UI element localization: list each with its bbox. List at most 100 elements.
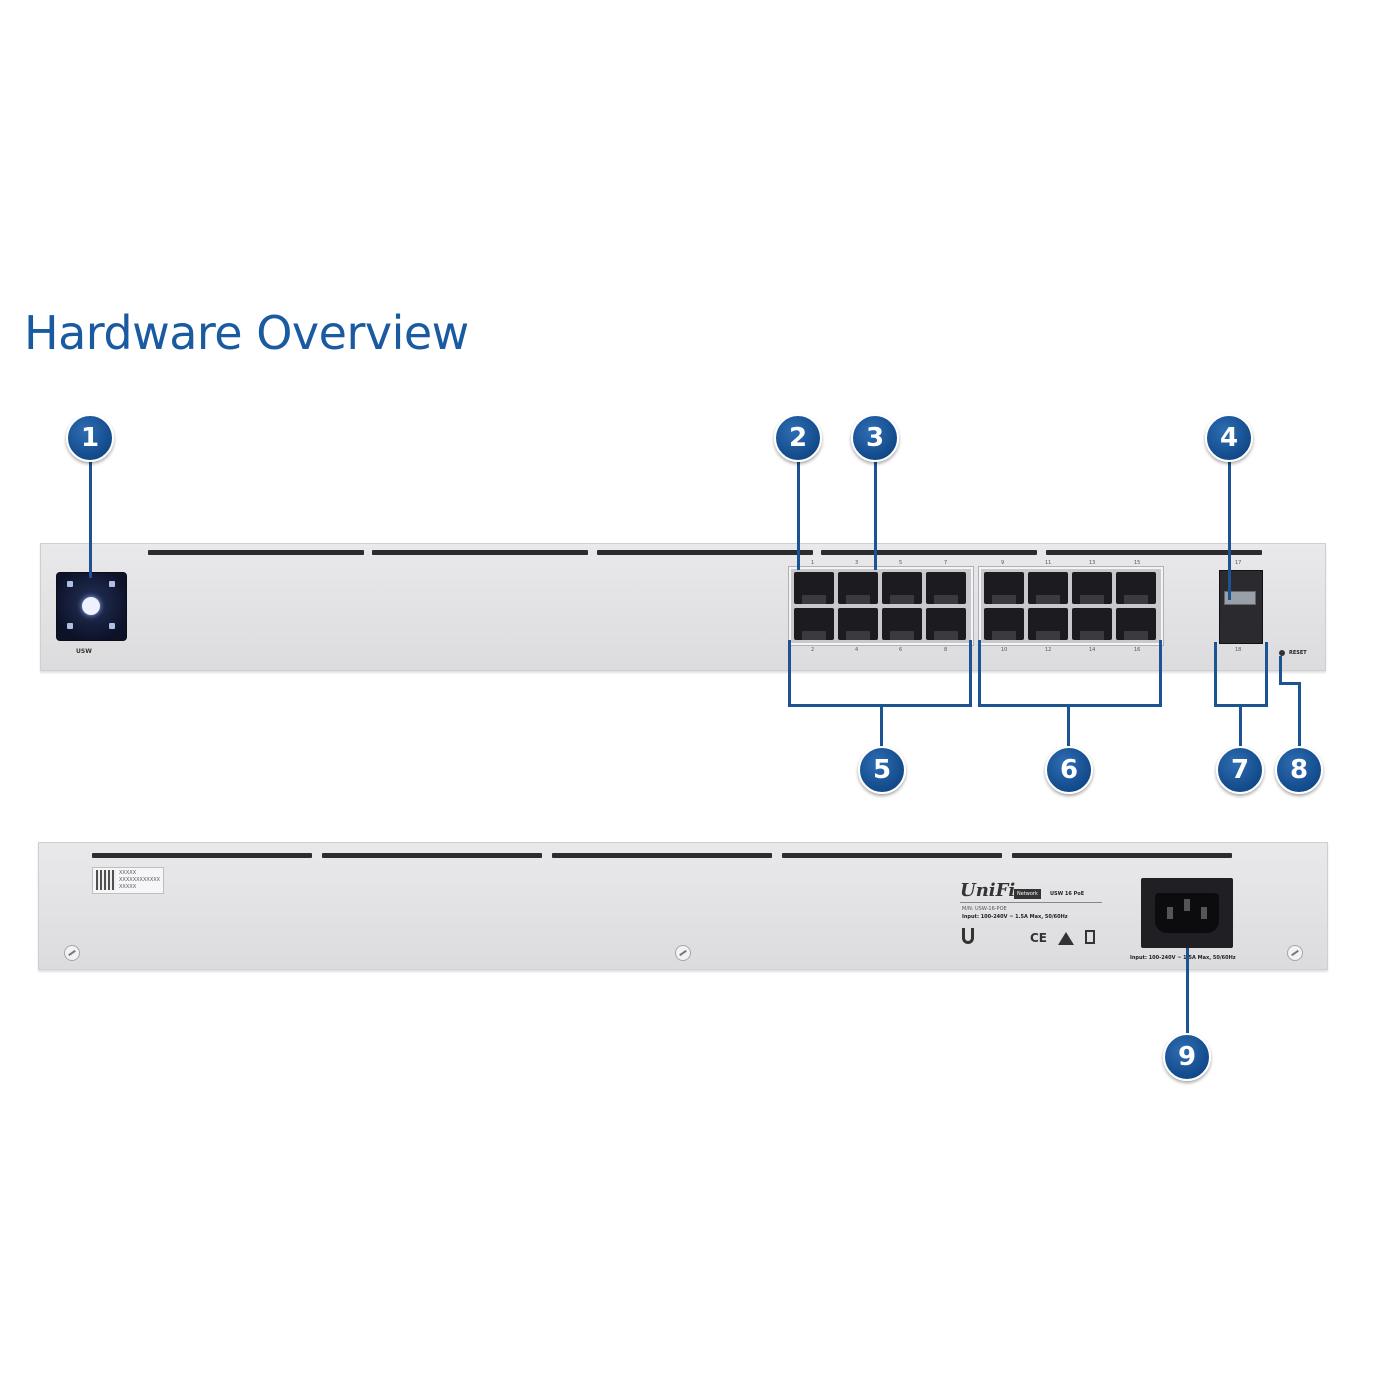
leader-line (874, 460, 877, 570)
port-label: 4 (855, 647, 859, 653)
port-label: 13 (1089, 560, 1096, 566)
serial-text: XXXXX (119, 884, 137, 890)
callout-3: 3 (851, 414, 899, 462)
vent-slot (322, 853, 542, 858)
label-divider (960, 902, 1102, 903)
ethernet-port[interactable] (882, 608, 922, 640)
weee-bin-icon (1085, 930, 1095, 944)
leader-line (1265, 642, 1268, 706)
power-inlet[interactable] (1141, 878, 1233, 948)
vent-slot (821, 550, 1037, 555)
model-label: USW (76, 648, 92, 655)
ethernet-port[interactable] (838, 572, 878, 604)
port-label: 12 (1045, 647, 1052, 653)
port-label: 3 (855, 560, 859, 566)
ethernet-port[interactable] (1116, 608, 1156, 640)
ethernet-port[interactable] (1028, 572, 1068, 604)
leader-line (89, 460, 92, 578)
vent-slot (148, 550, 364, 555)
leader-line (978, 640, 981, 706)
sfp-port[interactable] (1219, 570, 1263, 644)
input-rating: Input: 100-240V ~ 1.5A Max, 50/60Hz (962, 914, 1068, 920)
callout-6: 6 (1045, 746, 1093, 794)
page-title: Hardware Overview (24, 306, 469, 360)
port-label: 10 (1001, 647, 1008, 653)
ethernet-port[interactable] (984, 608, 1024, 640)
leader-line (1228, 460, 1231, 600)
leader-line (1186, 948, 1189, 1038)
callout-9: 9 (1163, 1033, 1211, 1081)
leader-line (1279, 682, 1300, 685)
ethernet-port-group (978, 566, 1164, 646)
port-label: 8 (944, 647, 948, 653)
product-line: USW 16 PoE (1050, 891, 1085, 897)
brand-logo: UniFi (960, 880, 1016, 901)
sfp-port-label: 18 (1235, 647, 1242, 653)
display-center-icon (82, 597, 100, 615)
power-rating: Input: 100-240V ~ 1.5A Max, 50/60Hz (1130, 955, 1236, 961)
callout-5: 5 (858, 746, 906, 794)
leader-line (1214, 642, 1217, 706)
poe-port-group (788, 566, 974, 646)
ethernet-port[interactable] (882, 572, 922, 604)
vent-slot (372, 550, 588, 555)
power-pin (1167, 907, 1173, 919)
display-icon (67, 581, 73, 587)
port-label: 9 (1001, 560, 1005, 566)
display-icon (67, 623, 73, 629)
display-icon (109, 623, 115, 629)
ethernet-port[interactable] (1028, 608, 1068, 640)
leader-line (1159, 640, 1162, 706)
callout-1: 1 (66, 414, 114, 462)
power-pin (1184, 899, 1190, 911)
ethernet-port[interactable] (984, 572, 1024, 604)
serial-text: XXXXX (119, 870, 137, 876)
port-label: 15 (1134, 560, 1141, 566)
leader-line (1067, 704, 1070, 750)
ethernet-port[interactable] (926, 608, 966, 640)
vent-slot (782, 853, 1002, 858)
ethernet-port[interactable] (794, 572, 834, 604)
touchscreen-display[interactable] (56, 572, 127, 641)
serial-label: XXXXX XXXXXXXXXXXX XXXXX (92, 867, 164, 894)
ubiquiti-logo-icon (962, 928, 974, 944)
callout-4: 4 (1205, 414, 1253, 462)
sfp-port-label: 17 (1235, 560, 1242, 566)
port-label: 7 (944, 560, 948, 566)
port-label: 1 (811, 560, 815, 566)
port-label: 14 (1089, 647, 1096, 653)
sfp-module (1224, 591, 1256, 605)
port-label: 6 (899, 647, 903, 653)
ethernet-port[interactable] (1072, 608, 1112, 640)
serial-text: XXXXXXXXXXXX (119, 877, 161, 883)
port-label: 2 (811, 647, 815, 653)
ethernet-port[interactable] (926, 572, 966, 604)
screw-icon (675, 945, 691, 961)
ethernet-port[interactable] (1072, 572, 1112, 604)
callout-8: 8 (1275, 746, 1323, 794)
vent-slot (597, 550, 813, 555)
vent-slot (552, 853, 772, 858)
display-icon (109, 581, 115, 587)
warning-triangle-icon (1058, 932, 1074, 945)
vent-slot (1012, 853, 1232, 858)
leader-line (978, 704, 1162, 707)
port-label: 11 (1045, 560, 1052, 566)
leader-line (1239, 704, 1242, 750)
ethernet-port[interactable] (838, 608, 878, 640)
leader-line (1279, 656, 1282, 684)
vent-slot (92, 853, 312, 858)
port-label: 16 (1134, 647, 1141, 653)
cert-marks: CE (1030, 931, 1048, 945)
callout-2: 2 (774, 414, 822, 462)
reset-button[interactable] (1279, 650, 1285, 656)
power-socket (1155, 893, 1219, 933)
ethernet-port[interactable] (1116, 572, 1156, 604)
screw-icon (1287, 945, 1303, 961)
ethernet-port[interactable] (794, 608, 834, 640)
vent-slot (1046, 550, 1262, 555)
power-pin (1201, 907, 1207, 919)
qr-code-icon (96, 870, 116, 890)
leader-line (969, 640, 972, 706)
leader-line (880, 704, 883, 750)
